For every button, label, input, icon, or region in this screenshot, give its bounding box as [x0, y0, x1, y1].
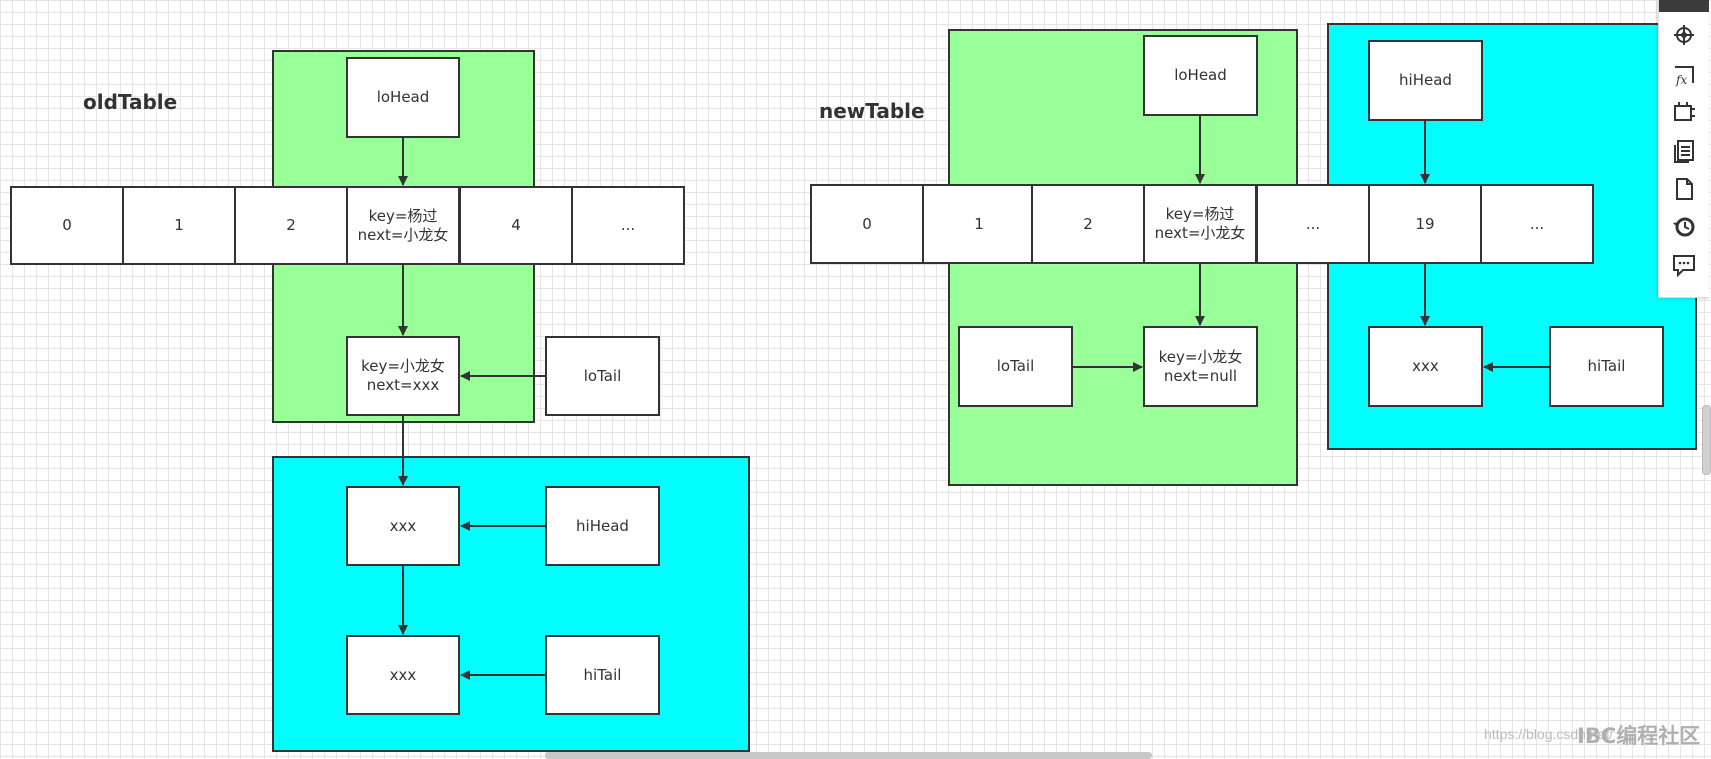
- old-hi-head-text: hiHead: [576, 516, 629, 535]
- svg-text:fx: fx: [1675, 73, 1687, 87]
- formula-icon[interactable]: fx: [1671, 63, 1697, 89]
- old-hi-head-box[interactable]: hiHead: [545, 486, 660, 566]
- horizontal-scrollbar[interactable]: [545, 752, 1152, 759]
- new-cell-5-text: 19: [1415, 214, 1435, 233]
- new-hi-tail-box[interactable]: hiTail: [1549, 326, 1664, 407]
- old-cell-2-text: 2: [286, 216, 296, 234]
- old-node-xiaolongnv[interactable]: key=小龙女 next=xxx: [346, 336, 460, 416]
- new-cell-6-text: ...: [1529, 214, 1545, 233]
- comment-icon[interactable]: [1671, 252, 1697, 278]
- new-cell-3-text: key=杨过 next=小龙女: [1154, 205, 1246, 242]
- old-cell-1-text: 1: [174, 216, 184, 234]
- new-cell-4-text: ...: [1305, 214, 1321, 233]
- new-lo-head-text: loHead: [1174, 66, 1227, 84]
- new-hi-head-text: hiHead: [1399, 71, 1452, 89]
- old-node-xiaolongnv-text: key=小龙女 next=xxx: [361, 357, 445, 394]
- new-table-title: newTable: [819, 99, 925, 123]
- new-hi-node-text: xxx: [1412, 357, 1439, 375]
- new-hi-tail-text: hiTail: [1587, 357, 1626, 375]
- new-lo-tail-box[interactable]: loTail: [958, 326, 1073, 407]
- old-cell-5-text: ...: [620, 216, 636, 234]
- new-cell-0-text: 0: [862, 214, 872, 233]
- navigate-icon[interactable]: [1671, 22, 1697, 48]
- old-cell-5[interactable]: ...: [571, 186, 685, 265]
- document-icon[interactable]: [1671, 176, 1697, 202]
- old-hi-node-2[interactable]: xxx: [346, 635, 460, 715]
- new-cell-4[interactable]: ...: [1256, 184, 1370, 264]
- right-toolbar: fx: [1658, 0, 1709, 298]
- new-lo-head-box[interactable]: loHead: [1143, 35, 1258, 116]
- new-cell-1[interactable]: 1: [922, 184, 1036, 264]
- toolbar-top-strip: [1659, 0, 1709, 12]
- old-lo-tail-box[interactable]: loTail: [545, 336, 660, 416]
- pages-icon[interactable]: [1671, 138, 1697, 164]
- new-cell-5[interactable]: 19: [1368, 184, 1482, 264]
- new-cell-3[interactable]: key=杨过 next=小龙女: [1143, 184, 1257, 264]
- new-cell-6[interactable]: ...: [1480, 184, 1594, 264]
- old-cell-3-text: key=杨过 next=小龙女: [357, 206, 449, 244]
- history-icon[interactable]: [1671, 214, 1697, 240]
- new-cell-2-text: 2: [1083, 214, 1093, 233]
- new-hi-node[interactable]: xxx: [1368, 326, 1483, 407]
- old-cell-4[interactable]: 4: [459, 186, 573, 265]
- old-hi-node-1[interactable]: xxx: [346, 486, 460, 566]
- old-lo-head-text: loHead: [376, 88, 430, 106]
- old-cell-0-text: 0: [62, 216, 72, 234]
- brand-watermark: IBC编程社区: [1577, 724, 1701, 748]
- old-cell-4-text: 4: [511, 216, 521, 234]
- old-table-title: oldTable: [83, 90, 178, 114]
- new-node-xiaolongnv[interactable]: key=小龙女 next=null: [1143, 326, 1258, 407]
- old-hi-node-1-text: xxx: [389, 516, 417, 535]
- crop-icon[interactable]: [1671, 99, 1697, 125]
- old-hi-tail-box[interactable]: hiTail: [545, 635, 660, 715]
- new-node-xiaolongnv-text: key=小龙女 next=null: [1158, 347, 1243, 385]
- vertical-scrollbar[interactable]: [1702, 405, 1711, 475]
- new-lo-tail-text: loTail: [996, 357, 1035, 375]
- old-hi-node-2-text: xxx: [389, 665, 417, 684]
- old-hi-tail-text: hiTail: [583, 665, 622, 684]
- new-hi-head-box[interactable]: hiHead: [1368, 40, 1483, 121]
- old-cell-0[interactable]: 0: [10, 186, 124, 265]
- watermark-url: https://blog.csdn.net/: [1484, 726, 1614, 742]
- old-lo-tail-text: loTail: [583, 366, 622, 385]
- old-cell-1[interactable]: 1: [122, 186, 236, 265]
- old-lo-head-box[interactable]: loHead: [346, 57, 460, 138]
- new-cell-1-text: 1: [974, 214, 984, 233]
- old-cell-3[interactable]: key=杨过 next=小龙女: [346, 186, 460, 265]
